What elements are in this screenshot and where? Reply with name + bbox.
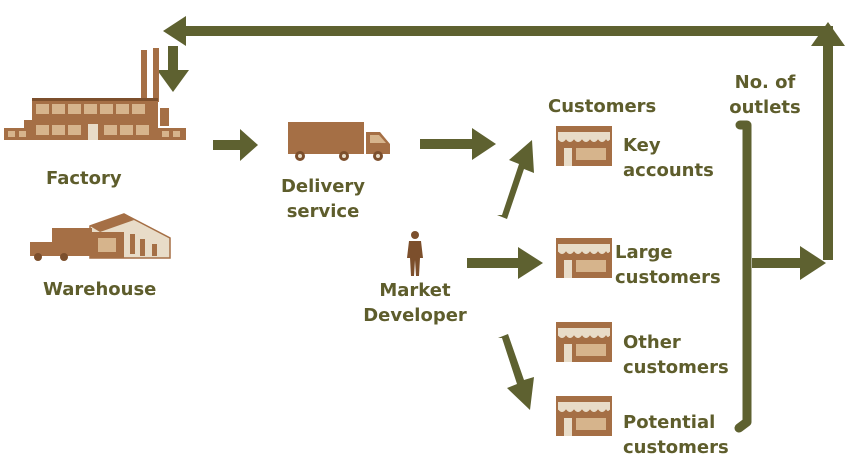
loop-top-segment <box>185 26 833 36</box>
arrow-diag-up <box>497 140 534 219</box>
factory-icon <box>4 48 186 140</box>
outlets-label-line1: No. of <box>734 72 796 93</box>
factory-label: Factory <box>46 168 122 189</box>
other-label-line1: Other <box>623 332 681 353</box>
warehouse-icon <box>30 213 171 261</box>
arrow-large-outlets <box>752 258 804 268</box>
shop-icon <box>556 126 612 166</box>
loop-right-segment <box>823 28 833 260</box>
delivery-label-line2: service <box>286 201 360 222</box>
large-label-line1: Large <box>615 242 673 263</box>
shop-icon <box>556 238 612 278</box>
loop-down-stem <box>168 46 178 74</box>
warehouse-label: Warehouse <box>43 279 157 300</box>
other-label-line2: customers <box>623 357 729 378</box>
arrow-delivery-customers <box>420 139 476 149</box>
key-accounts-label: Key accounts <box>623 133 714 183</box>
shop-icon <box>556 322 612 362</box>
outlets-bracket <box>734 120 752 433</box>
key-label-line1: Key <box>623 135 661 156</box>
loop-down-arrowhead <box>157 70 189 92</box>
outlets-label-line2: outlets <box>729 97 801 118</box>
potential-customers-label: Potential customers <box>623 410 729 460</box>
loop-top-arrowhead <box>163 16 186 46</box>
potential-label-line1: Potential <box>623 412 716 433</box>
key-label-line2: accounts <box>623 160 714 181</box>
arrow-diag-down <box>498 334 534 410</box>
delivery-service-label: Delivery service <box>270 174 376 224</box>
potential-label-line2: customers <box>623 437 729 458</box>
loop-up-arrowhead <box>811 22 845 46</box>
outlets-label: No. of outlets <box>723 70 807 120</box>
other-customers-label: Other customers <box>623 330 729 380</box>
person-icon <box>407 231 423 276</box>
delivery-label-line1: Delivery <box>280 176 366 197</box>
market-label-line1: Market <box>379 280 451 301</box>
market-developer-label: Market Developer <box>356 278 474 328</box>
shop-icon <box>556 396 612 436</box>
customers-heading: Customers <box>548 96 657 117</box>
arrow-market-large <box>467 258 521 268</box>
large-label-line2: customers <box>615 267 721 288</box>
arrow-factory-delivery <box>213 140 243 150</box>
delivery-truck-icon <box>288 122 390 161</box>
market-label-line2: Developer <box>363 305 467 326</box>
large-customers-label: Large customers <box>615 240 721 290</box>
